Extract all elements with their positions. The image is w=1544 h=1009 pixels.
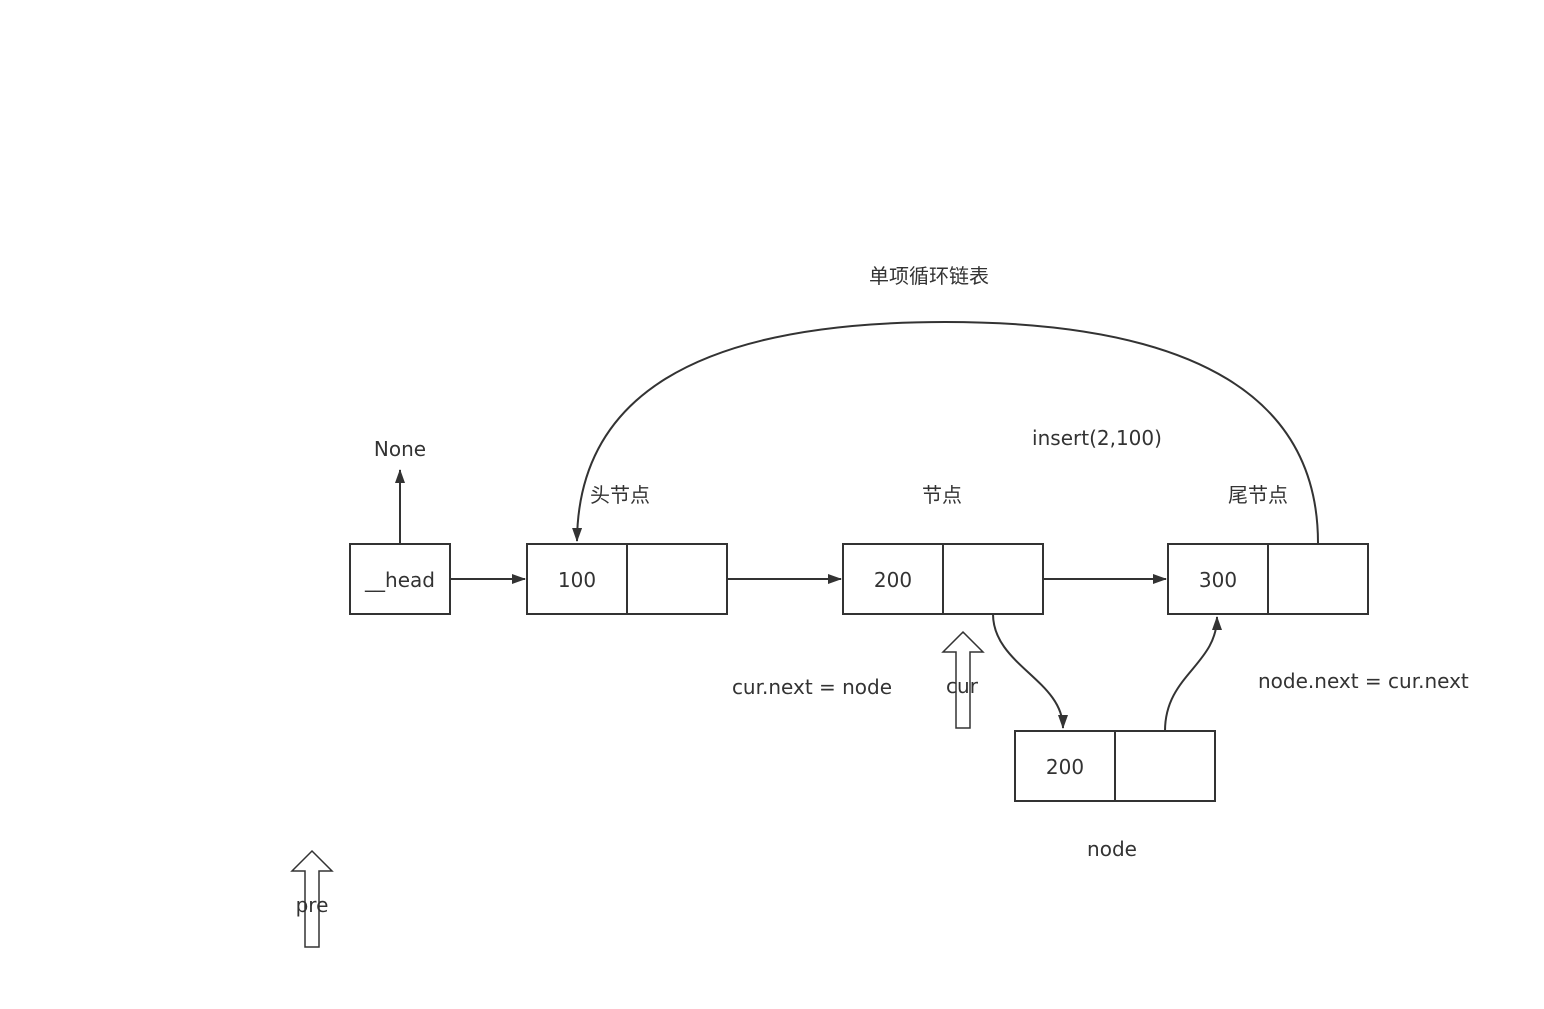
head-label: __head bbox=[364, 568, 435, 592]
node1-caption: 头节点 bbox=[590, 483, 650, 507]
pre-arrow-icon bbox=[290, 849, 334, 948]
pre-pointer: pre bbox=[290, 849, 334, 948]
none-label: None bbox=[374, 437, 426, 461]
node3-caption: 尾节点 bbox=[1228, 483, 1288, 507]
node2-box: 200 bbox=[842, 543, 1044, 615]
node3-box: 300 bbox=[1167, 543, 1369, 615]
cur-pointer: cur bbox=[941, 630, 985, 729]
cur-label: cur bbox=[946, 674, 979, 698]
node3-value: 300 bbox=[1199, 568, 1237, 592]
new-node-value: 200 bbox=[1046, 755, 1084, 779]
head-pointer-box: __head bbox=[349, 543, 451, 615]
node2-value: 200 bbox=[874, 568, 912, 592]
node-next-annotation: node.next = cur.next bbox=[1258, 669, 1469, 693]
node1-value: 100 bbox=[558, 568, 596, 592]
node1-box: 100 bbox=[526, 543, 728, 615]
cur-next-annotation: cur.next = node bbox=[732, 675, 892, 699]
pre-label: pre bbox=[296, 893, 329, 917]
cur-arrow-icon bbox=[941, 630, 985, 729]
node2-caption: 节点 bbox=[922, 483, 962, 507]
new-node-caption: node bbox=[1087, 837, 1137, 861]
diagram-title: 单项循环链表 bbox=[869, 264, 989, 288]
operation-label: insert(2,100) bbox=[1032, 426, 1162, 450]
new-node-to-node3-arrow bbox=[1164, 616, 1222, 732]
circular-link-arrow bbox=[572, 320, 1319, 544]
cur-to-new-node-arrow bbox=[992, 613, 1068, 729]
new-node-box: 200 bbox=[1014, 730, 1216, 802]
